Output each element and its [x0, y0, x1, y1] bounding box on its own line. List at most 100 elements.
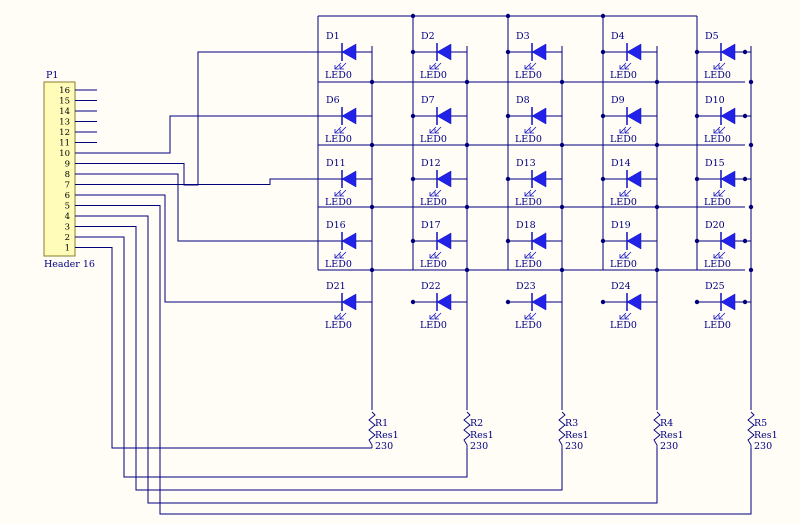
light-arrow — [434, 251, 442, 259]
led-triangle — [720, 107, 736, 125]
light-arrow — [718, 312, 726, 320]
light-arrow-head — [529, 129, 534, 134]
light-arrow — [429, 62, 437, 70]
led-ref: D18 — [516, 220, 536, 231]
led-value: LED0 — [515, 70, 542, 81]
light-arrow — [529, 62, 537, 70]
junction-dot — [748, 79, 754, 85]
led-triangle — [341, 232, 357, 250]
led-ref: D22 — [421, 281, 441, 292]
junction-dot — [464, 79, 470, 85]
light-arrow — [713, 126, 721, 134]
junction-dot — [742, 176, 748, 182]
light-arrow-head — [339, 254, 344, 259]
light-arrow — [619, 126, 627, 134]
led-ref: D20 — [705, 220, 725, 231]
light-arrow — [529, 251, 537, 259]
led-triangle — [720, 293, 736, 311]
junction-dot — [694, 49, 700, 55]
junction-dot — [369, 142, 375, 148]
led-value: LED0 — [704, 134, 731, 145]
light-arrow-head — [429, 315, 434, 320]
light-arrow-head — [434, 129, 439, 134]
led-ref: D6 — [326, 95, 340, 106]
junction-dot — [654, 79, 660, 85]
led-value: LED0 — [325, 320, 352, 331]
led-ref: D24 — [611, 281, 631, 292]
light-arrow-head — [434, 315, 439, 320]
header-pin-label: 12 — [59, 128, 70, 138]
light-arrow — [624, 62, 632, 70]
junction-dot — [410, 176, 416, 182]
led-value: LED0 — [420, 259, 447, 270]
light-arrow-head — [624, 315, 629, 320]
light-arrow-head — [713, 315, 718, 320]
header-body — [43, 81, 76, 257]
led-triangle — [626, 43, 642, 61]
led-triangle — [531, 170, 547, 188]
light-arrow — [524, 251, 532, 259]
resistor-type: Res1 — [375, 430, 399, 441]
junction-dot — [600, 176, 606, 182]
resistor-type: Res1 — [660, 430, 684, 441]
junction-dot — [559, 267, 565, 273]
light-arrow-head — [334, 65, 339, 70]
resistor-type: Res1 — [470, 430, 494, 441]
light-arrow-head — [434, 192, 439, 197]
led-ref: D3 — [516, 31, 530, 42]
led-triangle — [436, 293, 452, 311]
led-triangle — [341, 107, 357, 125]
junction-dots — [369, 13, 754, 305]
light-arrow-head — [718, 129, 723, 134]
led-triangle — [436, 43, 452, 61]
light-arrow-head — [339, 315, 344, 320]
led-ref: D7 — [421, 95, 435, 106]
light-arrow-head — [434, 254, 439, 259]
junction-dot — [410, 238, 416, 244]
junction-dot — [505, 176, 511, 182]
led-triangle — [720, 43, 736, 61]
resistor-ref: R3 — [565, 418, 578, 429]
led-triangle — [341, 293, 357, 311]
light-arrow-head — [619, 65, 624, 70]
light-arrow-head — [624, 192, 629, 197]
light-arrow — [434, 189, 442, 197]
junction-dot — [559, 142, 565, 148]
led-value: LED0 — [704, 197, 731, 208]
light-arrow-head — [334, 254, 339, 259]
resistor-zigzag — [558, 411, 566, 448]
led-value: LED0 — [610, 70, 637, 81]
light-arrow-head — [718, 192, 723, 197]
junction-dot — [505, 49, 511, 55]
junction-dot — [742, 113, 748, 119]
light-arrow-head — [624, 254, 629, 259]
led-triangle — [531, 232, 547, 250]
led-value: LED0 — [610, 259, 637, 270]
junction-dot — [600, 13, 606, 19]
light-arrow — [434, 62, 442, 70]
row5-wire — [97, 194, 318, 303]
row4-wire — [97, 173, 318, 242]
light-arrow — [429, 312, 437, 320]
light-arrow-head — [429, 129, 434, 134]
led-triangle — [720, 170, 736, 188]
led-ref: D21 — [326, 281, 346, 292]
header-pin-label: 4 — [65, 212, 70, 222]
resistor-zigzag — [747, 411, 755, 448]
led-ref: D14 — [611, 158, 631, 169]
led-value: LED0 — [515, 259, 542, 270]
